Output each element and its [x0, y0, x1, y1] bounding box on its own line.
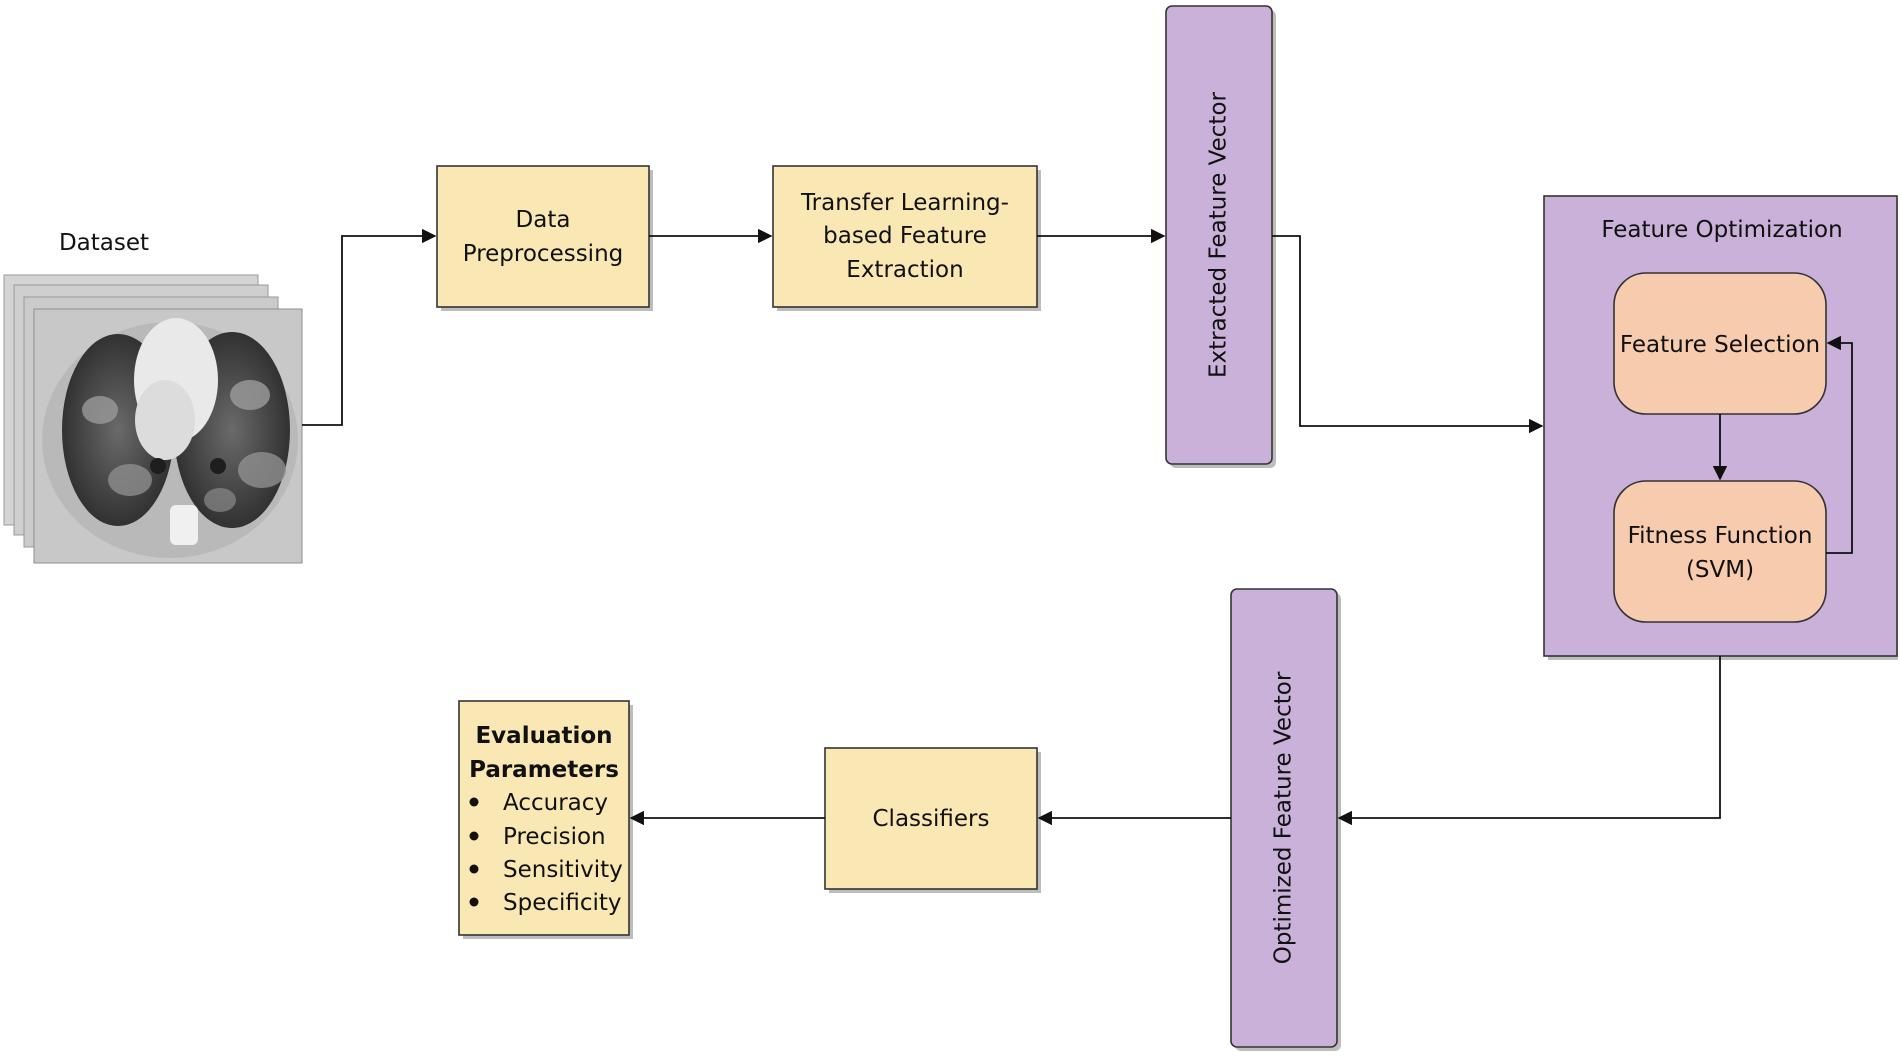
evaluation-item-specificity: Specificity — [503, 890, 622, 916]
evaluation-title-line-2: Parameters — [469, 757, 619, 783]
extracted-feature-vector-node: Extracted Feature Vector — [1165, 5, 1276, 468]
feature-optimization-label: Feature Optimization — [1601, 217, 1842, 243]
bullet-icon — [469, 864, 479, 874]
classifiers-node: Classifiers — [824, 747, 1041, 893]
fitness-function-node: Fitness Function (SVM) — [1613, 480, 1827, 623]
evaluation-item-sensitivity: Sensitivity — [503, 857, 623, 883]
fitness-function-line-1: Fitness Function — [1628, 523, 1813, 549]
evaluation-parameters-node: Evaluation Parameters Accuracy Precision… — [458, 700, 633, 939]
evaluation-item-accuracy: Accuracy — [503, 790, 608, 816]
transfer-learning-node: Transfer Learning- based Feature Extract… — [772, 165, 1041, 311]
dataset-label: Dataset — [59, 230, 149, 256]
classifiers-label: Classifiers — [873, 806, 990, 832]
data-preprocessing-line-1: Data — [516, 207, 571, 233]
feature-selection-label: Feature Selection — [1620, 332, 1820, 358]
bullet-icon — [469, 797, 479, 807]
transfer-learning-line-3: Extraction — [846, 257, 963, 283]
ct-scan-stack-icon — [3, 274, 303, 564]
fitness-function-line-2: (SVM) — [1686, 557, 1754, 583]
bullet-icon — [469, 831, 479, 841]
optimized-feature-vector-label: Optimized Feature Vector — [1271, 671, 1297, 964]
transfer-learning-line-2: based Feature — [823, 223, 987, 249]
extracted-feature-vector-label: Extracted Feature Vector — [1206, 91, 1232, 377]
optimized-feature-vector-node: Optimized Feature Vector — [1230, 588, 1341, 1051]
evaluation-item-precision: Precision — [503, 824, 606, 850]
transfer-learning-line-1: Transfer Learning- — [800, 190, 1009, 216]
bullet-icon — [469, 897, 479, 907]
evaluation-title-line-1: Evaluation — [475, 723, 612, 749]
connector-vector-to-optimization — [1272, 235, 1544, 434]
feature-selection-node: Feature Selection — [1613, 272, 1827, 415]
connector-fitness-feedback — [1826, 335, 1853, 554]
data-preprocessing-line-2: Preprocessing — [463, 241, 624, 267]
data-preprocessing-node: Data Preprocessing — [436, 165, 653, 311]
connector-optimization-to-optimized-vector — [1337, 656, 1721, 826]
connector-dataset-to-preprocessing — [302, 228, 437, 426]
